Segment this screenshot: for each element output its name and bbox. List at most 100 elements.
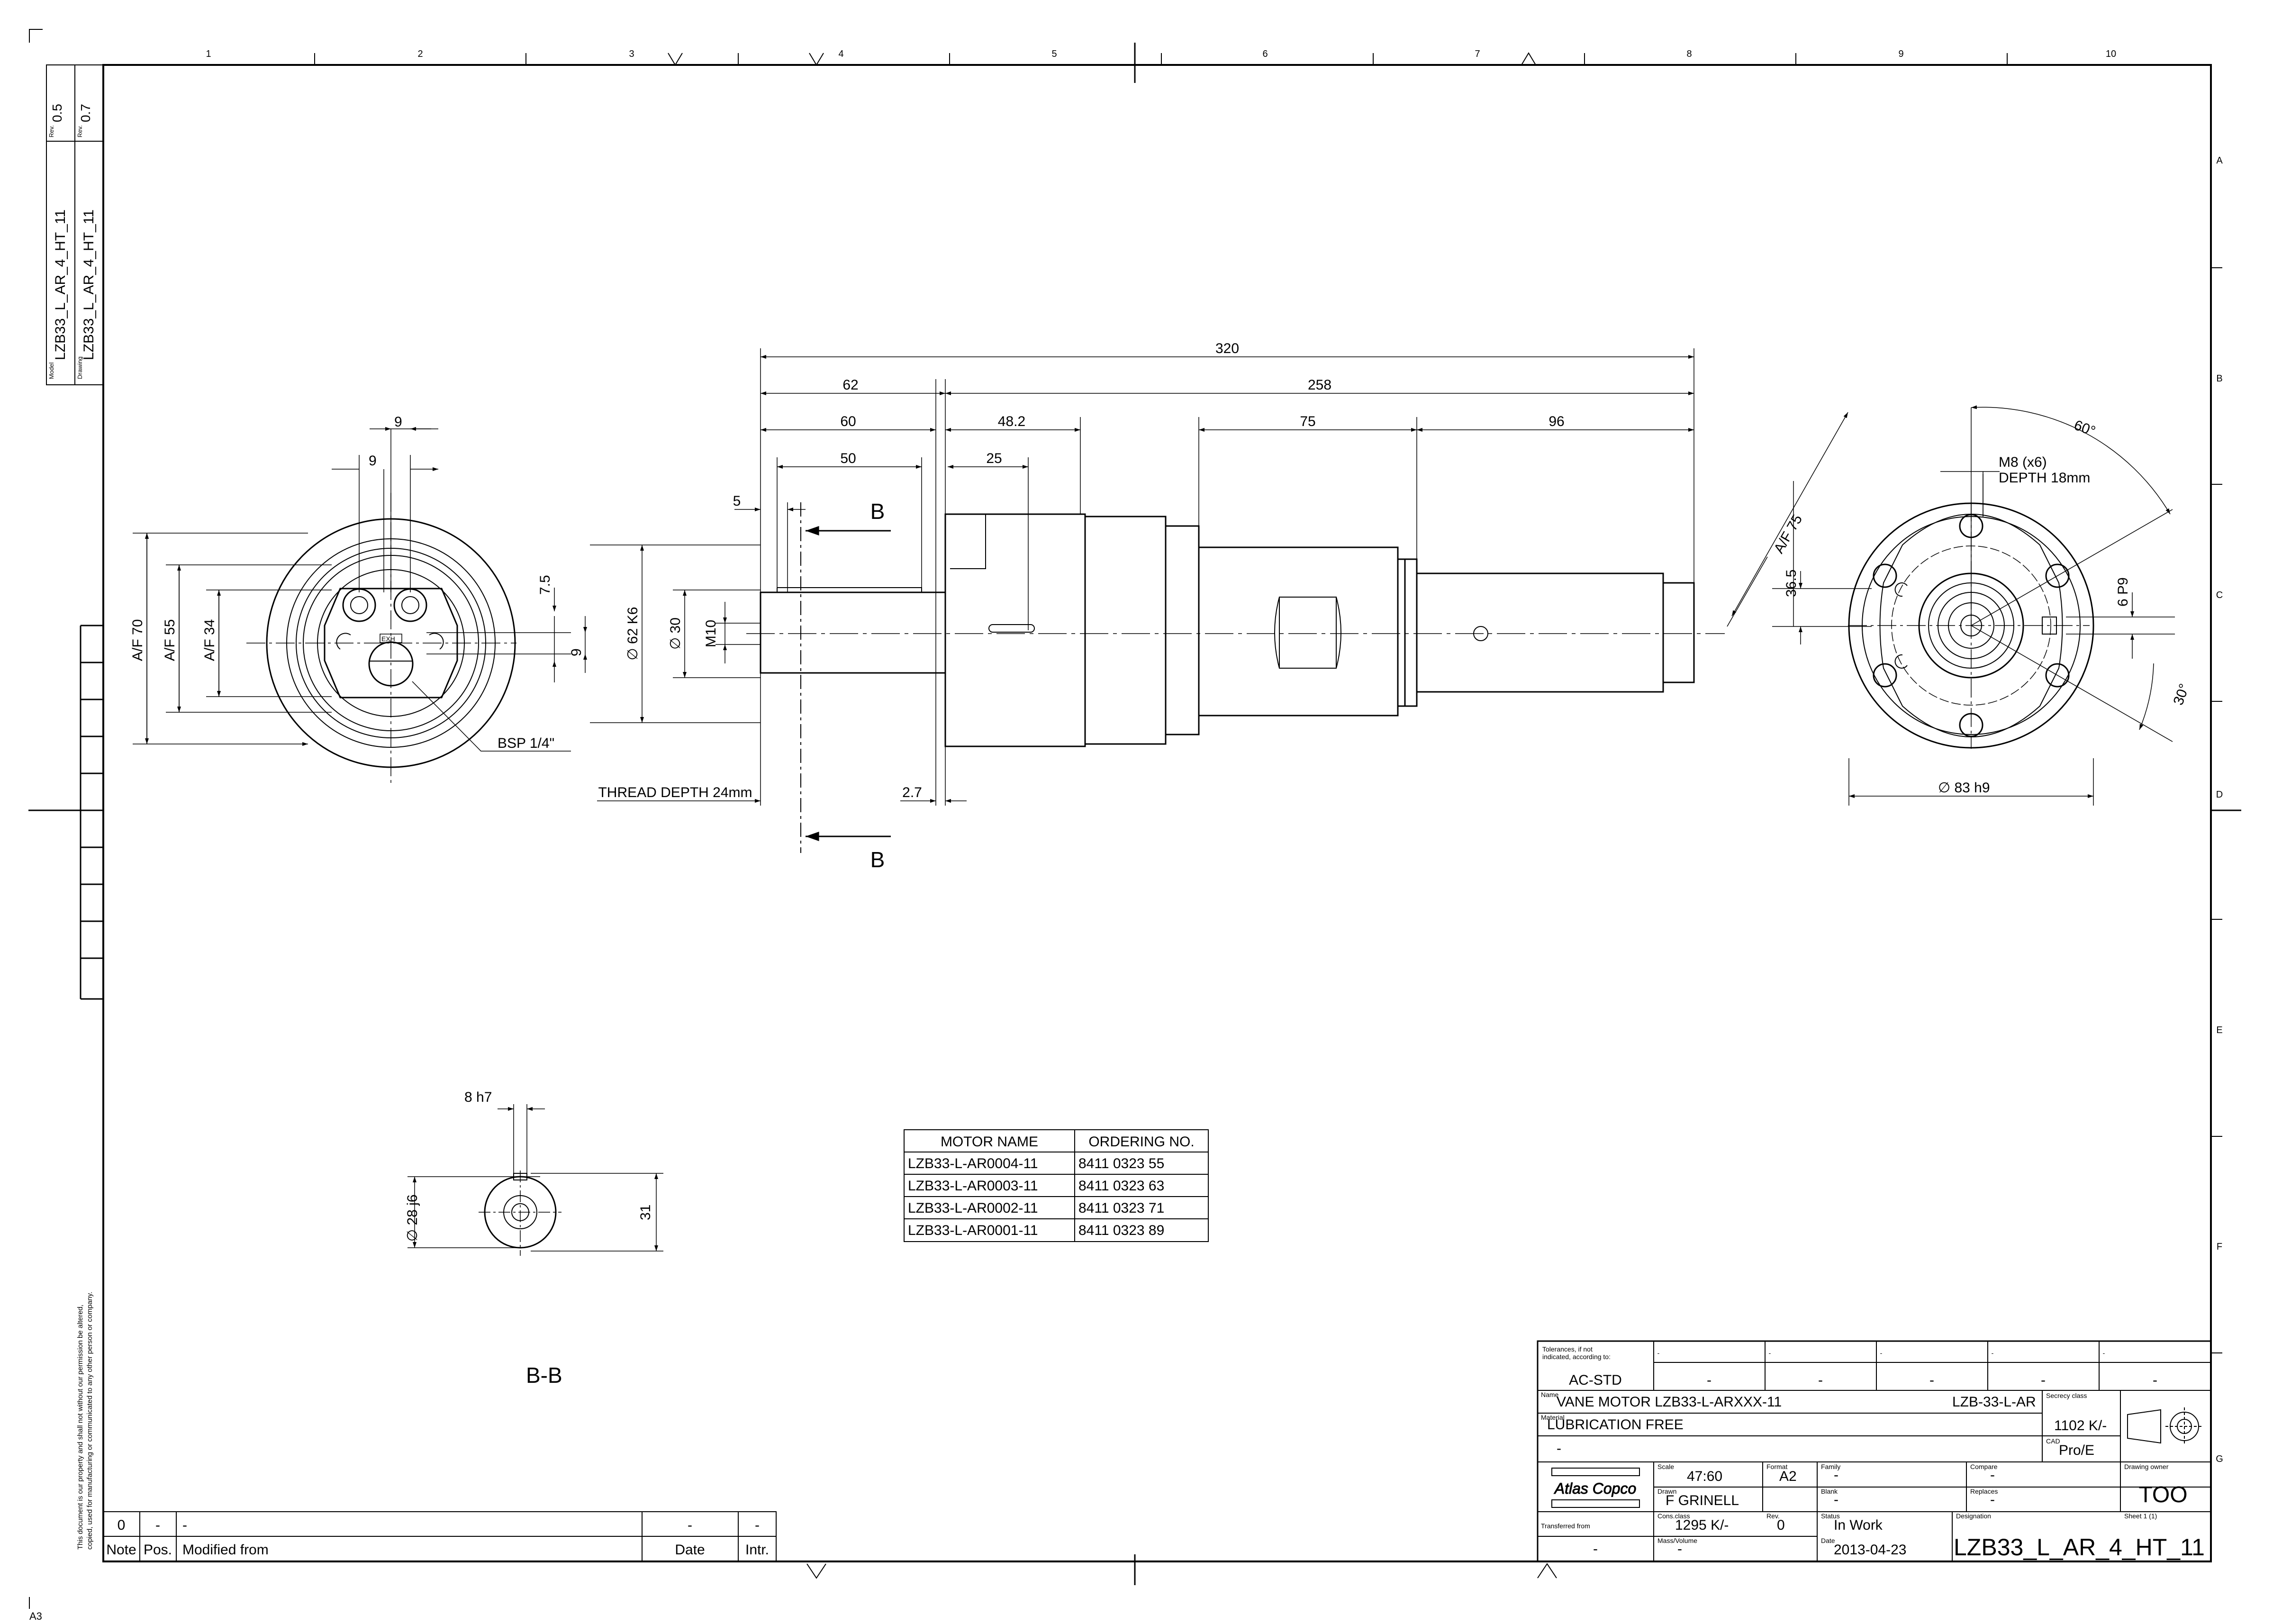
- exh-port-label: EXH: [381, 635, 395, 643]
- ordering-row-1-motor: LZB33-L-AR0004-11: [908, 1156, 1038, 1171]
- dim-258: 258: [1308, 377, 1331, 393]
- side-view: [590, 348, 1725, 853]
- ordering-row-2-number: 8411 0323 63: [1078, 1178, 1164, 1194]
- grid-row-A: A: [2216, 155, 2223, 166]
- ordering-header-motor: MOTOR NAME: [941, 1134, 1038, 1150]
- drawn-value: F GRINELL: [1666, 1493, 1739, 1508]
- status-value: In Work: [1834, 1517, 1883, 1533]
- ordering-header-number: ORDERING NO.: [1088, 1134, 1194, 1150]
- blank-dash: -: [1834, 1492, 1838, 1507]
- dim-m8: M8 (x6): [1999, 454, 2047, 470]
- tol-col1-dash: -: [1707, 1372, 1712, 1388]
- replaces-dash: -: [1990, 1492, 1995, 1507]
- grid-col-8: 8: [1686, 49, 1692, 59]
- tol-col3-top-dash: -: [1880, 1349, 1883, 1357]
- grid-row-D: D: [2216, 789, 2223, 800]
- grid-col-3: 3: [629, 49, 634, 59]
- tol-col1-top-dash: -: [1657, 1349, 1660, 1357]
- section-b-bottom: B: [870, 847, 885, 872]
- dim-8-h7: 8 h7: [464, 1089, 492, 1105]
- scale-label: Scale: [1657, 1463, 1674, 1470]
- section-b-top: B: [870, 499, 885, 524]
- section-bb-labels: 8 h7 ∅ 28 j6 31 B-B: [405, 1089, 653, 1388]
- dim-9-mid: 9: [369, 453, 377, 469]
- secrecy-label: Secrecy class: [2046, 1392, 2087, 1399]
- revision-note-header: Note: [106, 1542, 136, 1558]
- tol-col2-dash: -: [1818, 1372, 1823, 1388]
- right-end-view: [1727, 405, 2175, 806]
- ordering-row-2-motor: LZB33-L-AR0003-11: [908, 1178, 1038, 1194]
- revision-intr-value: -: [755, 1517, 760, 1533]
- dim-af70: A/F 70: [130, 619, 145, 661]
- thread-depth: THREAD DEPTH 24mm: [598, 785, 752, 800]
- projection-symbol-icon: [2127, 1407, 2203, 1445]
- blank-label: Blank: [1821, 1488, 1838, 1495]
- dim-9-right: 9: [569, 648, 584, 656]
- legal-line-2: copied, used for manufacturing or commun…: [86, 1292, 94, 1550]
- rev-value-1: 0.5: [50, 104, 64, 122]
- dim-320: 320: [1215, 341, 1239, 356]
- title-block: Atlas Copco Tolerances, if not indicated…: [1537, 1340, 2212, 1562]
- date-value: 2013-04-23: [1834, 1542, 1906, 1558]
- grid-col-2: 2: [417, 49, 423, 59]
- dim-angle-60: 60°: [2072, 417, 2098, 440]
- format-label: Format: [1766, 1463, 1787, 1470]
- dim-60: 60: [840, 414, 856, 429]
- ordering-row-4-number: 8411 0323 89: [1078, 1223, 1164, 1238]
- side-view-labels: 320 62 258 60 48.2 75 96 50 25 5 2.7 THR…: [598, 341, 1564, 872]
- rev-value: 0: [1777, 1517, 1785, 1533]
- family-dash: -: [1834, 1467, 1838, 1483]
- dim-48-2: 48.2: [998, 414, 1025, 429]
- dim-6-p9: 6 P9: [2115, 577, 2131, 607]
- drawing-name: LZB33_L_AR_4_HT_11: [81, 209, 97, 360]
- mass-dash: -: [1677, 1541, 1682, 1557]
- tol-col4-top-dash: -: [1992, 1349, 1994, 1357]
- dim-62: 62: [842, 377, 858, 393]
- material-row3-dash: -: [1557, 1441, 1561, 1456]
- grid-col-1: 1: [206, 49, 211, 59]
- grid-col-4: 4: [838, 49, 843, 59]
- corner-format-mark: A3: [29, 1610, 42, 1622]
- format-value: A2: [1779, 1469, 1797, 1484]
- dim-7-5: 7.5: [537, 575, 553, 595]
- cons-class-label: Cons.class: [1657, 1512, 1690, 1520]
- tolerance-label-2: indicated, according to:: [1542, 1353, 1611, 1361]
- tol-col2-top-dash: -: [1769, 1349, 1771, 1357]
- dim-75: 75: [1300, 414, 1315, 429]
- rev-label-1: Rev.: [48, 125, 55, 137]
- compare-label: Compare: [1970, 1463, 1998, 1470]
- drawing-frame: [28, 29, 2241, 1609]
- date-label: Date: [1821, 1537, 1835, 1544]
- cad-value: Pro/E: [2059, 1443, 2094, 1458]
- rev-label-2: Rev.: [76, 125, 83, 137]
- dim-31: 31: [638, 1205, 653, 1220]
- ordering-row-3-number: 8411 0323 71: [1078, 1200, 1164, 1216]
- secrecy-value: 1102 K/-: [2054, 1418, 2107, 1433]
- grid-col-9: 9: [1898, 49, 1903, 59]
- ordering-row-3-motor: LZB33-L-AR0002-11: [908, 1200, 1038, 1216]
- revision-note-value: 0: [118, 1517, 126, 1533]
- material-value: LUBRICATION FREE: [1547, 1417, 1684, 1433]
- owner-value: TOO: [2138, 1482, 2187, 1507]
- dim-5: 5: [733, 493, 741, 509]
- dim-af55: A/F 55: [162, 619, 178, 661]
- tol-col5-top-dash: -: [2103, 1349, 2105, 1357]
- material-label: Material: [1541, 1414, 1565, 1421]
- dim-af75: A/F 75: [1771, 512, 1805, 556]
- grid-row-E: E: [2216, 1025, 2222, 1035]
- company-logo: Atlas Copco: [1551, 1468, 1640, 1508]
- grid-row-B: B: [2216, 373, 2222, 384]
- grid-row-G: G: [2216, 1454, 2223, 1464]
- rev-label: Rev.: [1766, 1512, 1780, 1520]
- drawing-label: Drawing: [76, 356, 83, 379]
- grid-col-6: 6: [1262, 49, 1268, 59]
- transferred-label: Transferred from: [1541, 1522, 1590, 1530]
- grid-col-7: 7: [1475, 49, 1480, 59]
- tol-col3-dash: -: [1929, 1372, 1934, 1388]
- revision-pos-header: Pos.: [144, 1542, 172, 1558]
- sheet-label: Sheet 1 (1): [2124, 1512, 2157, 1520]
- revision-mod-value: -: [182, 1517, 187, 1533]
- dim-angle-30: 30°: [2171, 681, 2193, 707]
- grid-row-F: F: [2217, 1242, 2222, 1252]
- tolerance-value: AC-STD: [1569, 1372, 1622, 1388]
